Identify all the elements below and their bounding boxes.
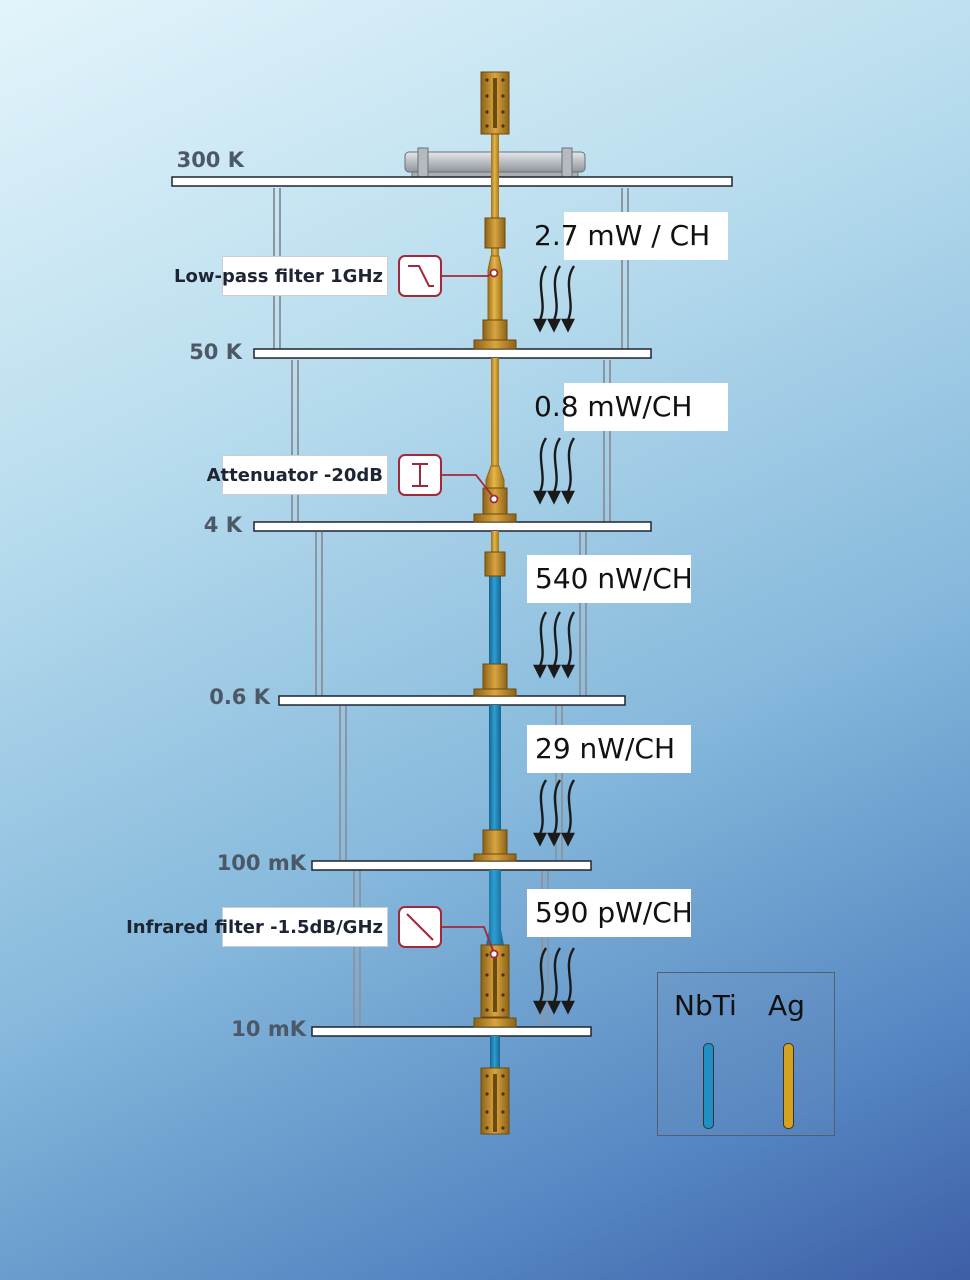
heat-load-0-6k-100mk: 29 nW/CH xyxy=(527,725,691,773)
temperature-plates xyxy=(171,176,733,1037)
legend-label-nbti: NbTi xyxy=(674,989,737,1022)
attenuator-icon xyxy=(398,454,499,504)
heat-load-value: 0.8 mW/CH xyxy=(534,390,693,423)
stage-label-4k: 4 K xyxy=(203,513,242,537)
heat-load-4k-0-6k: 540 nW/CH xyxy=(527,555,693,603)
heat-load-300k-50k: 2.7 mW / CH xyxy=(534,212,728,260)
component-text: Attenuator -20dB xyxy=(206,465,383,486)
heat-flow-arrows xyxy=(533,265,576,1015)
infrared-filter-label: Infrared filter -1.5dB/GHz xyxy=(126,907,388,947)
plate-4k xyxy=(253,521,652,532)
heat-load-50k-4k: 0.8 mW/CH xyxy=(534,383,728,431)
stage-label-0-6k: 0.6 K xyxy=(209,685,270,709)
stage-label-300k: 300 K xyxy=(176,148,244,172)
heat-load-value: 2.7 mW / CH xyxy=(534,219,711,252)
stage-label-50k: 50 K xyxy=(189,340,242,364)
heat-load-value: 29 nW/CH xyxy=(535,732,675,765)
heat-load-value: 540 nW/CH xyxy=(535,562,693,595)
component-text: Low-pass filter 1GHz xyxy=(174,266,383,287)
stage-label-100mk: 100 mK xyxy=(216,851,306,875)
heat-load-value: 590 pW/CH xyxy=(535,896,693,929)
coax-cable xyxy=(485,134,505,1070)
infrared-filter-icon xyxy=(398,906,499,959)
plate-50k xyxy=(253,348,652,359)
legend-label-ag: Ag xyxy=(768,989,805,1022)
component-text: Infrared filter -1.5dB/GHz xyxy=(126,917,383,938)
legend-swatch-nbti xyxy=(703,1043,714,1129)
plate-100mk xyxy=(311,860,592,871)
plate-10mk xyxy=(311,1026,592,1037)
attenuator-label: Attenuator -20dB xyxy=(207,455,388,495)
plate-0-6k xyxy=(278,695,626,706)
plate-300k xyxy=(171,176,733,187)
heat-load-100mk-10mk: 590 pW/CH xyxy=(527,889,693,937)
low-pass-filter-label: Low-pass filter 1GHz xyxy=(174,256,388,296)
low-pass-filter-icon xyxy=(398,255,499,297)
legend-swatch-ag xyxy=(783,1043,794,1129)
connector-details xyxy=(485,78,505,1132)
material-legend: NbTi Ag xyxy=(657,972,835,1136)
stage-label-10mk: 10 mK xyxy=(231,1017,306,1041)
